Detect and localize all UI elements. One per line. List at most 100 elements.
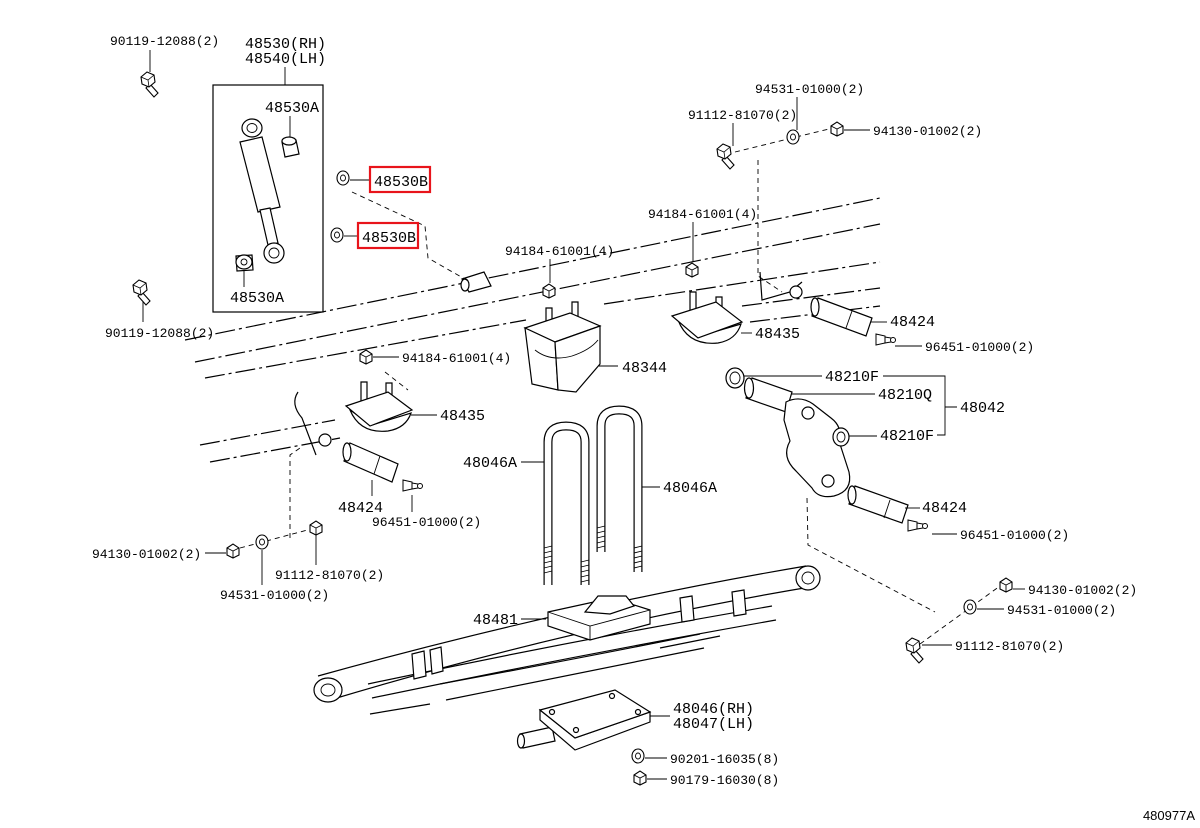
spring-seat-plate [538,689,652,739]
callout-bump-stopper[interactable]: 48344 [622,360,667,377]
callout-front-bolt[interactable]: 91112-81070(2) [275,568,384,583]
stopper-nut-icon [542,283,556,299]
callout-seat-nut[interactable]: 90179-16030(8) [670,773,779,788]
callout-grease-fitting-rear[interactable]: 96451-01000(2) [925,340,1034,355]
shock-upper-eye [241,118,263,138]
pin-body [343,442,399,483]
shackle-hole [801,406,815,420]
pin-rear [810,297,873,337]
top-bolt-icon [716,143,735,170]
leaf-clip [411,650,427,680]
leader-lines [142,50,1025,780]
callout-rear-nut[interactable]: 94130-01002(2) [1028,583,1137,598]
callout-pin-shackle[interactable]: 48424 [922,500,967,517]
pin-groove [373,455,381,475]
spring-seat-hole [634,708,642,716]
callout-u-bolt-left[interactable]: 48046A [463,455,517,472]
bracket-nut-left-icon [359,349,373,365]
pin-end [342,442,352,462]
spring-seat-hole [608,692,616,700]
shock-upper-bolt-icon [140,71,159,98]
callout-grease-fitting-front[interactable]: 96451-01000(2) [372,515,481,530]
frame-hole [789,285,803,299]
grease-fitting-shackle-icon [907,519,928,532]
callout-front-nut[interactable]: 94130-01002(2) [92,547,201,562]
pin-groove [845,310,853,329]
bracket-plate [344,391,414,427]
assembly-line [806,497,936,613]
callout-shock-cushion-upper[interactable]: 48530B [374,174,428,191]
leaf-eye-rear [795,565,821,591]
shackle-bushing-inner-hole [836,431,846,443]
callout-pin-rear[interactable]: 48424 [890,314,935,331]
callout-spring-seat-lh[interactable]: 48047(LH) [673,716,754,733]
callout-front-washer[interactable]: 94531-01000(2) [220,588,329,603]
shock-lower-eye [263,242,285,264]
frame-rail-line [184,197,881,341]
grease-fitting-rear-icon [875,333,896,346]
callout-shock-bushing-lower[interactable]: 48530A [230,290,284,307]
frame-hole [318,433,332,447]
shock-upper-tube [239,136,281,213]
frame-rail-line [204,261,881,379]
u-bolt-fill [597,406,642,572]
shackle-bushing-inner [832,427,850,447]
shock-bushing-upper-end [281,136,297,146]
leaf-spring [313,565,821,715]
shock-bushing-lower-end [235,254,253,270]
callout-shock-cushion-lower[interactable]: 48530B [362,230,416,247]
callout-shock-bolt-upper[interactable]: 90119-12088(2) [110,34,219,49]
callout-shackle-bushing-outer[interactable]: 48210F [825,369,879,386]
shock-bushing-lower-hole [240,258,248,266]
shackle-hole [821,474,835,488]
callout-spacer[interactable]: 48481 [473,612,518,629]
callout-pin-front[interactable]: 48424 [338,500,383,517]
shock-cushion-lower-icon [330,227,344,243]
rear-washer-icon [963,599,977,615]
callout-shock-absorber-rh[interactable]: 48530(RH) [245,36,326,53]
callout-top-bolt[interactable]: 91112-81070(2) [688,108,797,123]
spring-seat-hole [548,708,556,716]
callout-shock-bushing-upper[interactable]: 48530A [265,100,319,117]
rear-bolt-icon [905,637,924,664]
callout-top-nut[interactable]: 94130-01002(2) [873,124,982,139]
callout-rear-bolt[interactable]: 91112-81070(2) [955,639,1064,654]
shackle-bushing-center-end [743,377,755,399]
u-bolt-body [596,405,643,572]
shock-upper-eye-hole [246,123,258,133]
callout-grease-fitting-shackle[interactable]: 96451-01000(2) [960,528,1069,543]
callout-seat-washer[interactable]: 90201-16035(8) [670,752,779,767]
callout-bracket-right[interactable]: 48435 [755,326,800,343]
seat-washer-icon [631,748,645,764]
callout-shackle-assy[interactable]: 48042 [960,400,1005,417]
pin-groove [883,499,891,519]
callout-rear-washer[interactable]: 94531-01000(2) [1007,603,1116,618]
callout-bracket-left[interactable]: 48435 [440,408,485,425]
callout-spring-seat-rh[interactable]: 48046(RH) [673,701,754,718]
spacer [547,595,651,641]
shackle-assembly [725,367,851,498]
leaf-second [371,619,777,699]
frame-rail-line [194,223,881,363]
assembly-line [239,527,316,549]
callout-bracket-nut-left[interactable]: 94184-61001(4) [402,351,511,366]
leaf-third [439,633,701,685]
leaf-eye-front [313,677,343,703]
shock-cushion-upper-icon [336,170,350,186]
spacer-ridge [583,595,636,615]
callout-bracket-nut-right[interactable]: 94184-61001(4) [648,207,757,222]
callout-shackle-bushing-center[interactable]: 48210Q [878,387,932,404]
shackle-bushing-outer [725,367,745,389]
callout-shock-bolt-lower[interactable]: 90119-12088(2) [105,326,214,341]
shackle-bushing-outer-hole [729,371,741,385]
frame-outline [184,197,881,463]
shock-rod [259,207,279,246]
bump-stopper-detail [534,339,599,359]
callout-shackle-bushing-inner[interactable]: 48210F [880,428,934,445]
callout-stopper-nut[interactable]: 94184-61001(4) [505,244,614,259]
spring-seat-pin-end [516,733,526,749]
shackle-body [783,398,851,498]
callout-shock-absorber-lh[interactable]: 48540(LH) [245,51,326,68]
callout-u-bolt-right[interactable]: 48046A [663,480,717,497]
callout-top-washer[interactable]: 94531-01000(2) [755,82,864,97]
